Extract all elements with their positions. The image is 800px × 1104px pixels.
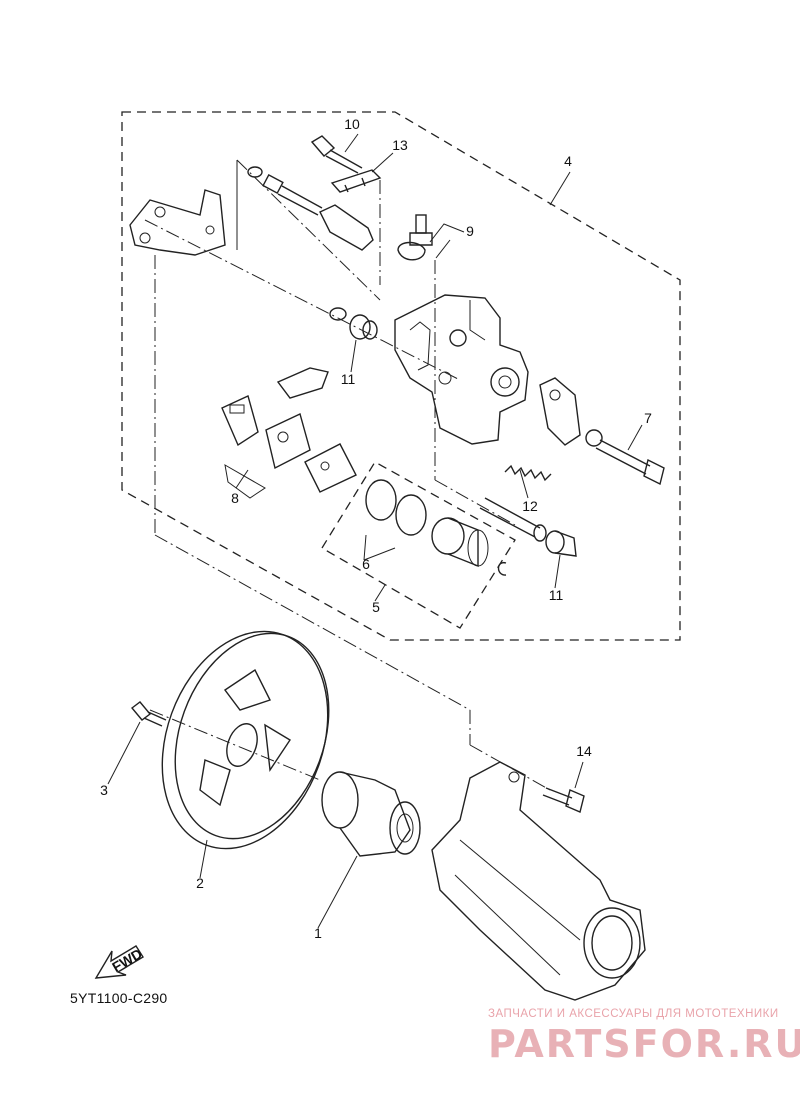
callout-14: 14 bbox=[576, 743, 592, 759]
pad-leader-bracket bbox=[224, 464, 266, 499]
diagram-code: 5YT1100-C290 bbox=[70, 990, 168, 1006]
callout-10: 10 bbox=[344, 116, 360, 132]
watermark-tagline: ЗАПЧАСТИ И АКСЕССУАРЫ ДЛЯ МОТОТЕХНИКИ bbox=[488, 1008, 779, 1020]
bolt-10 bbox=[310, 135, 363, 174]
seal-kit-boundary bbox=[321, 461, 516, 629]
callout-8: 8 bbox=[231, 490, 239, 506]
callout-3: 3 bbox=[100, 782, 108, 798]
callout-6: 6 bbox=[362, 556, 370, 572]
pad-clip-13 bbox=[330, 169, 382, 193]
callout-7: 7 bbox=[644, 410, 652, 426]
callout-2: 2 bbox=[196, 875, 204, 891]
guide-pin-upper bbox=[262, 173, 374, 251]
center-lines bbox=[144, 159, 551, 791]
washer bbox=[247, 166, 263, 178]
caliper-assembly-boundary bbox=[121, 111, 681, 641]
bolt-7 bbox=[585, 429, 665, 486]
fwd-label: FWD bbox=[109, 945, 145, 975]
brake-pad-a bbox=[221, 395, 259, 447]
piston-seal-outer bbox=[365, 479, 397, 521]
washer bbox=[329, 307, 347, 321]
callout-5: 5 bbox=[372, 599, 380, 615]
fwd-arrow: FWD bbox=[94, 945, 145, 979]
callout-11-upper: 11 bbox=[341, 371, 356, 387]
bleed-screw-9 bbox=[397, 214, 433, 261]
boot-lower-11 bbox=[545, 530, 577, 557]
piston-seal-inner bbox=[395, 494, 427, 536]
bolt-14 bbox=[542, 787, 585, 813]
callout-13: 13 bbox=[392, 137, 408, 153]
brake-pad-b bbox=[265, 413, 311, 470]
circlip bbox=[497, 561, 507, 576]
boot-upper-11 bbox=[349, 314, 378, 340]
bolt-3 bbox=[130, 701, 167, 727]
adjuster-lever bbox=[539, 377, 581, 446]
pad-retainer bbox=[304, 443, 357, 493]
callout-1: 1 bbox=[314, 925, 322, 941]
callout-11-lower: 11 bbox=[549, 587, 564, 603]
caliper-body bbox=[394, 294, 529, 445]
callout-leaders bbox=[107, 133, 643, 929]
caliper-bracket bbox=[129, 160, 238, 256]
piston bbox=[431, 517, 489, 568]
callout-4: 4 bbox=[564, 153, 572, 169]
pad-shim bbox=[276, 367, 329, 399]
axle-housing bbox=[431, 761, 646, 1001]
hub bbox=[321, 771, 421, 857]
spring-12 bbox=[504, 464, 552, 482]
callout-12: 12 bbox=[522, 498, 538, 514]
brake-disc bbox=[161, 630, 330, 850]
lower-pin bbox=[479, 497, 547, 542]
watermark-logo: PARTSFOR.RU bbox=[488, 1022, 800, 1066]
callout-9: 9 bbox=[466, 223, 474, 239]
